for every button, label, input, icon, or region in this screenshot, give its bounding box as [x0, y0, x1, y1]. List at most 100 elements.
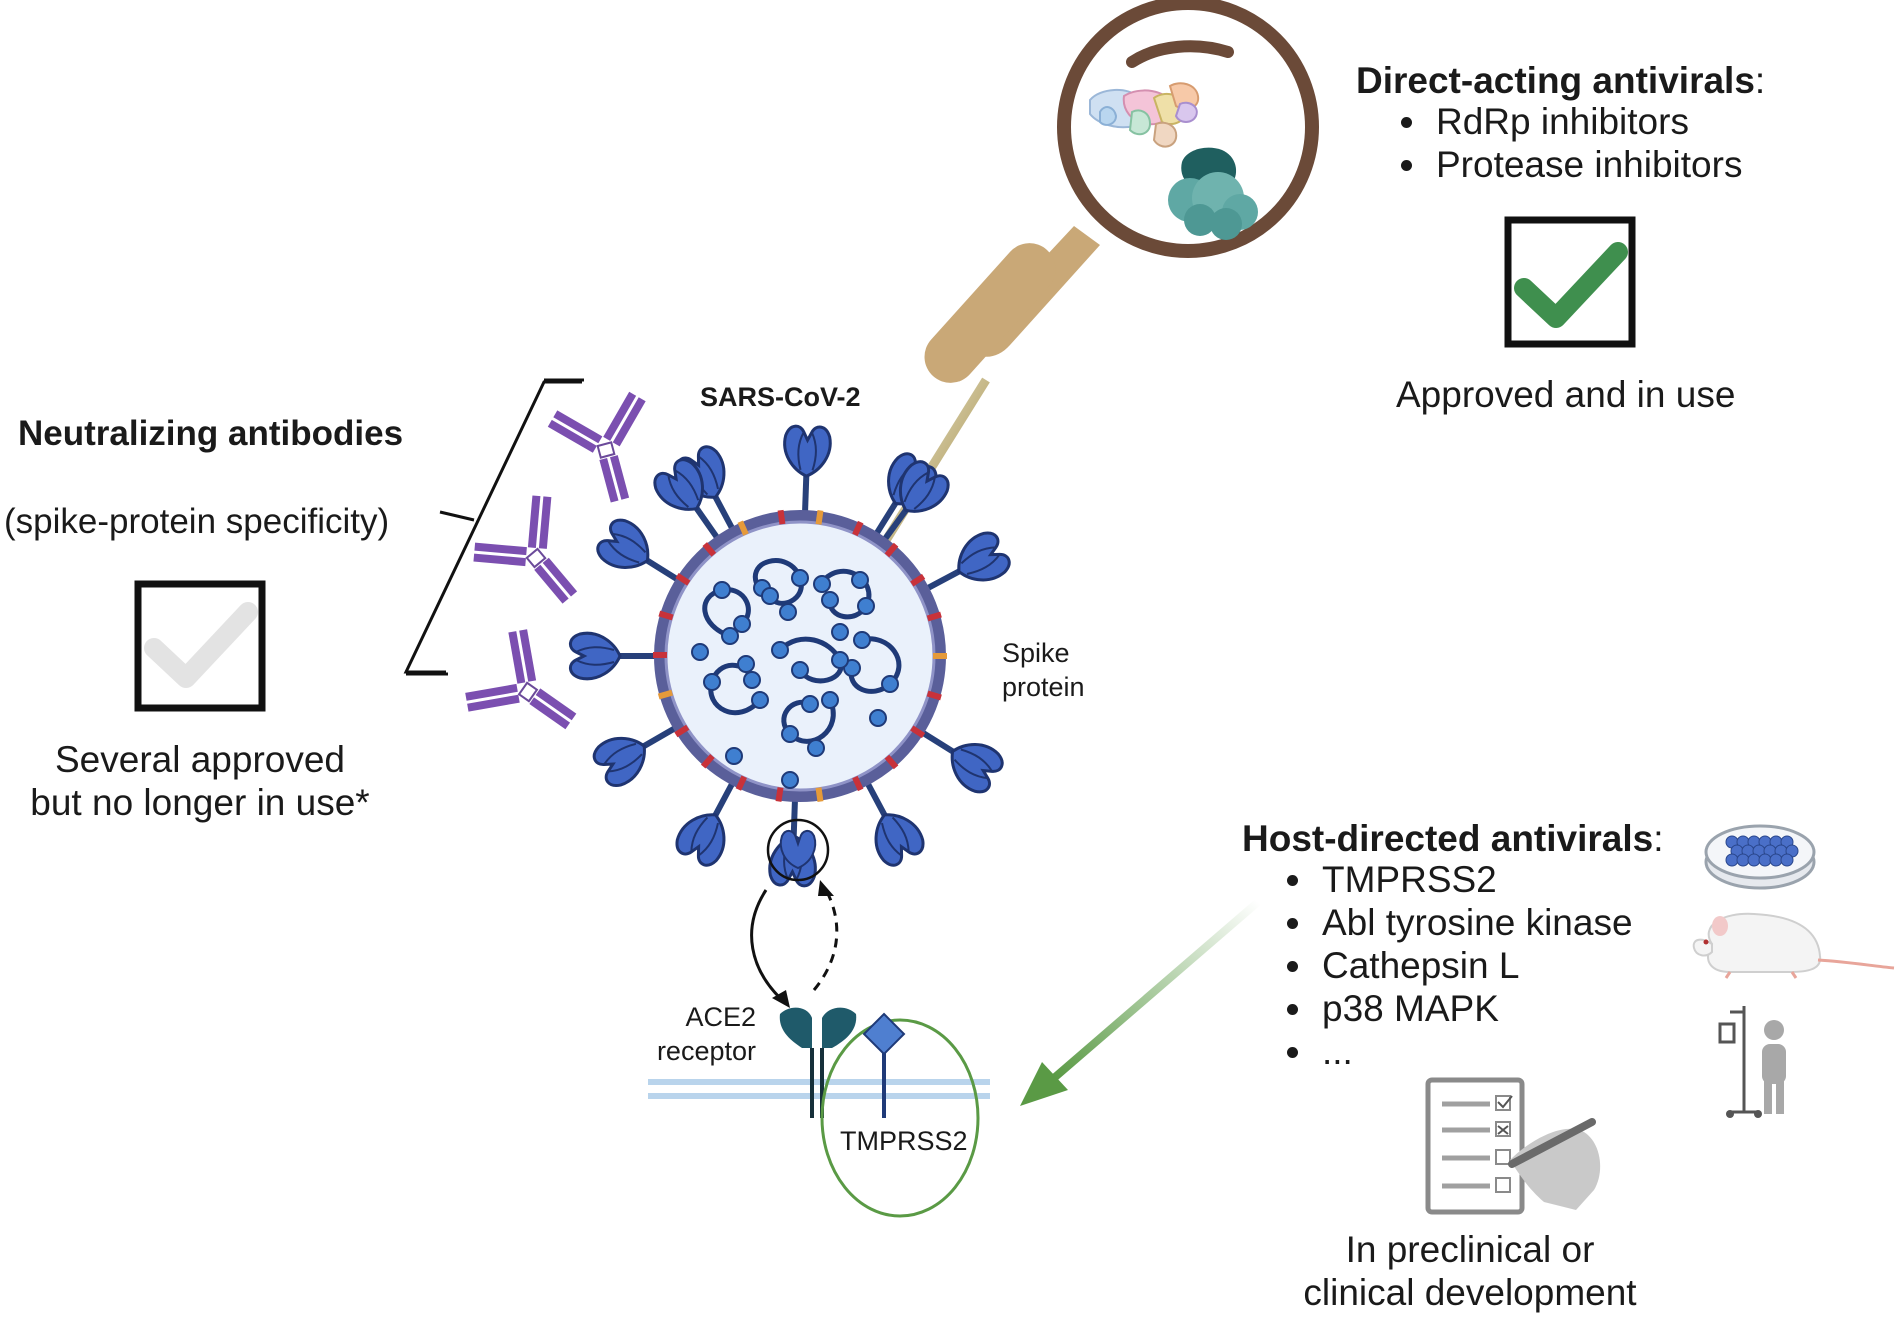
envelope-protein-icon [926, 611, 942, 622]
rna-bead-icon [733, 615, 751, 633]
spike-label-line1: Spike [1002, 638, 1070, 668]
rna-bead-icon [713, 581, 731, 599]
direct-colon: : [1754, 60, 1766, 101]
rna-bead-icon [691, 643, 709, 661]
rna-bead-icon [881, 675, 899, 693]
envelope-protein-icon [674, 724, 690, 738]
rna-bead-icon [725, 747, 743, 765]
checkbox-checked-icon [1504, 216, 1636, 348]
host-status-line1: In preclinical or [1345, 1229, 1595, 1270]
envelope-protein-icon [735, 775, 747, 791]
host-item: TMPRSS2 [1316, 858, 1633, 901]
antibodies-status-line1: Several approved [54, 739, 346, 780]
envelope-protein-icon [884, 542, 899, 558]
host-item: Abl tyrosine kinase [1316, 901, 1633, 944]
virus-particle [570, 426, 1013, 886]
envelope-protein-icon [852, 520, 864, 537]
host-colon: : [1653, 818, 1664, 859]
spike-label: Spike protein [1002, 636, 1085, 704]
rna-bead-icon [801, 695, 819, 713]
cell-icon [1725, 853, 1739, 867]
checkbox-faded-icon [134, 580, 266, 712]
rna-bead-icon [737, 655, 755, 673]
rna-bead-icon [781, 725, 799, 743]
rna-bead-icon [751, 691, 769, 709]
clipboard-checklist-icon [1425, 1077, 1601, 1215]
antibody-icon [456, 386, 670, 764]
envelope-protein-icon [675, 572, 691, 586]
direct-item: Protease inhibitors [1430, 143, 1742, 186]
rna-bead-icon [721, 627, 739, 645]
envelope-protein-icon [652, 651, 668, 659]
envelope-protein-icon [910, 725, 926, 739]
direct-list: RdRp inhibitors Protease inhibitors [1378, 100, 1742, 186]
rna-bead-icon [831, 651, 849, 669]
antibodies-status-line2: but no longer in use* [30, 782, 370, 823]
host-status-line2: clinical development [1303, 1272, 1637, 1313]
protein-structure-icon [1089, 82, 1258, 240]
patient-iv-icon [1718, 1006, 1786, 1118]
rna-bead-icon [703, 673, 721, 691]
rna-bead-icon [791, 569, 809, 587]
magnifier-icon [924, 0, 1319, 383]
envelope-protein-icon [775, 787, 784, 802]
envelope-protein-icon [926, 690, 942, 701]
spike-protein-icon [782, 426, 831, 517]
rna-bead-icon [813, 575, 831, 593]
envelope-protein-icon [737, 520, 749, 536]
cell-icon [1780, 853, 1794, 867]
direct-title: Direct-acting antivirals [1356, 60, 1755, 101]
rna-bead-icon [781, 771, 799, 789]
arrow-head-green [1020, 1062, 1068, 1106]
envelope-protein-icon [815, 787, 824, 802]
host-heading: Host-directed antivirals: [1242, 818, 1664, 860]
direct-item: RdRp inhibitors [1430, 100, 1742, 143]
spike-label-line2: protein [1002, 672, 1085, 702]
antibodies-status: Several approved but no longer in use* [0, 738, 400, 824]
cell-icon [1736, 853, 1750, 867]
envelope-protein-icon [815, 510, 824, 525]
envelope-protein-icon [702, 542, 717, 557]
tmprss2-icon [820, 1012, 980, 1218]
envelope-protein-icon [657, 689, 673, 700]
mouse-icon [1692, 912, 1895, 979]
ace2-label-line1: ACE2 [685, 1002, 756, 1032]
rna-bead-icon [743, 671, 761, 689]
antibodies-subtitle: (spike-protein specificity) [4, 502, 390, 541]
spike-detail-icon [779, 830, 817, 870]
host-title: Host-directed antivirals [1242, 818, 1654, 859]
envelope-protein-icon [700, 754, 715, 769]
rna-bead-icon [779, 603, 797, 621]
host-list: TMPRSS2 Abl tyrosine kinase Cathepsin L … [1264, 858, 1633, 1073]
envelope-protein-icon [658, 610, 674, 621]
ace2-receptor-icon [779, 1007, 857, 1118]
rna-bead-icon [761, 587, 779, 605]
rna-bead-icon [869, 709, 887, 727]
cell-icon [1758, 853, 1772, 867]
rna-bead-icon [821, 591, 839, 609]
antibodies-title: Neutralizing antibodies [18, 414, 404, 453]
spike-protein-icon [570, 633, 660, 679]
host-item: Cathepsin L [1316, 944, 1633, 987]
rna-bead-icon [831, 623, 849, 641]
petri-dish-icon [1704, 824, 1816, 890]
envelope-protein-icon [852, 775, 864, 792]
rna-bead-icon [857, 597, 875, 615]
direct-heading: Direct-acting antivirals: [1356, 60, 1765, 102]
ace2-label-line2: receptor [656, 1036, 756, 1066]
envelope-protein-icon [884, 754, 899, 770]
host-status: In preclinical or clinical development [1270, 1228, 1670, 1314]
rna-bead-icon [821, 691, 839, 709]
rna-bead-icon [851, 571, 869, 589]
rna-bead-icon [853, 631, 871, 649]
direct-status: Approved and in use [1396, 374, 1736, 415]
rna-bead-icon [807, 739, 825, 757]
host-item: p38 MAPK [1316, 987, 1633, 1030]
virus-title: SARS-CoV-2 [700, 382, 861, 412]
envelope-protein-icon [910, 573, 926, 587]
cell-icon [1769, 853, 1783, 867]
envelope-protein-icon [777, 509, 786, 525]
host-item: ... [1316, 1030, 1633, 1073]
